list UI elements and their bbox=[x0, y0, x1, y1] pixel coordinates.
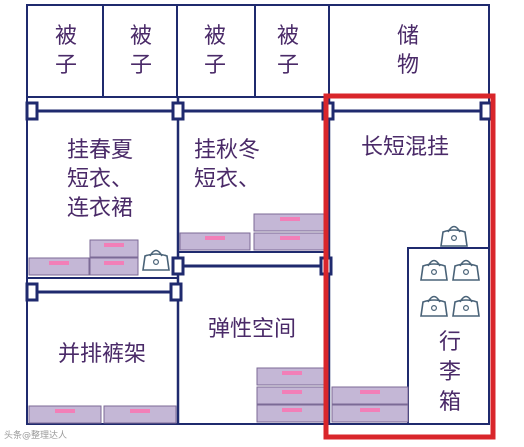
rod-bracket-flex-left bbox=[171, 256, 185, 276]
handbag-icon bbox=[142, 249, 170, 271]
handbag-icon bbox=[452, 295, 480, 317]
drawer-box bbox=[256, 367, 328, 386]
handbag-icon bbox=[420, 259, 448, 281]
watermark-text: 头条@整理达人 bbox=[4, 431, 68, 441]
drawer-box bbox=[331, 386, 409, 405]
top-cell-2-label: 被 子 bbox=[129, 24, 152, 78]
top-cell-4-label: 被 子 bbox=[276, 24, 299, 78]
drawer-handle bbox=[280, 236, 300, 240]
drawer-handle bbox=[49, 261, 69, 265]
drawer-handle bbox=[280, 217, 300, 221]
drawer-handle bbox=[205, 236, 225, 240]
top-cell-3-label: 被 子 bbox=[203, 24, 226, 78]
luggage-box bbox=[407, 247, 490, 425]
drawer-handle bbox=[104, 261, 124, 265]
luggage-label: 行 李 箱 bbox=[438, 330, 461, 415]
drawer-handle bbox=[282, 390, 302, 394]
drawer-box bbox=[256, 404, 328, 423]
rod-bracket-mid-left bbox=[171, 101, 185, 121]
flex-space-label: 弹性空间 bbox=[207, 317, 296, 342]
autumn-winter-label: 挂秋冬 短衣、 bbox=[194, 138, 261, 192]
rod-bracket-pants-right bbox=[169, 282, 183, 302]
rod-bracket-left bbox=[25, 101, 39, 121]
top-cell-1-label: 被 子 bbox=[54, 24, 77, 78]
cabinet-outline bbox=[26, 4, 490, 425]
drawer-box bbox=[256, 386, 328, 405]
drawer-box bbox=[253, 232, 327, 251]
drawer-box bbox=[89, 239, 139, 258]
drawer-handle bbox=[55, 409, 75, 413]
highlight-box bbox=[323, 93, 496, 440]
drawer-box bbox=[253, 213, 327, 232]
drawer-handle bbox=[360, 390, 380, 394]
drawer-box bbox=[331, 404, 409, 423]
handbag-icon bbox=[420, 295, 448, 317]
handbag-icon bbox=[452, 259, 480, 281]
mixed-hanging-label: 长短混挂 bbox=[360, 135, 449, 160]
handbag-icon bbox=[440, 225, 468, 247]
drawer-box bbox=[28, 257, 90, 276]
rod-bracket-pants-left bbox=[25, 282, 39, 302]
drawer-handle bbox=[360, 408, 380, 412]
rod-bracket-right bbox=[479, 101, 493, 121]
drawer-handle bbox=[282, 371, 302, 375]
drawer-box bbox=[179, 232, 251, 251]
spring-summer-label: 挂春夏 短衣、 连衣裙 bbox=[66, 138, 133, 221]
top-cell-5-label: 储 物 bbox=[396, 24, 419, 78]
drawer-handle bbox=[282, 408, 302, 412]
drawer-box bbox=[89, 257, 139, 276]
drawer-box bbox=[103, 405, 177, 424]
pants-rack-label: 并排裤架 bbox=[57, 342, 146, 367]
drawer-handle bbox=[130, 409, 150, 413]
drawer-box bbox=[28, 405, 102, 424]
drawer-handle bbox=[104, 243, 124, 247]
